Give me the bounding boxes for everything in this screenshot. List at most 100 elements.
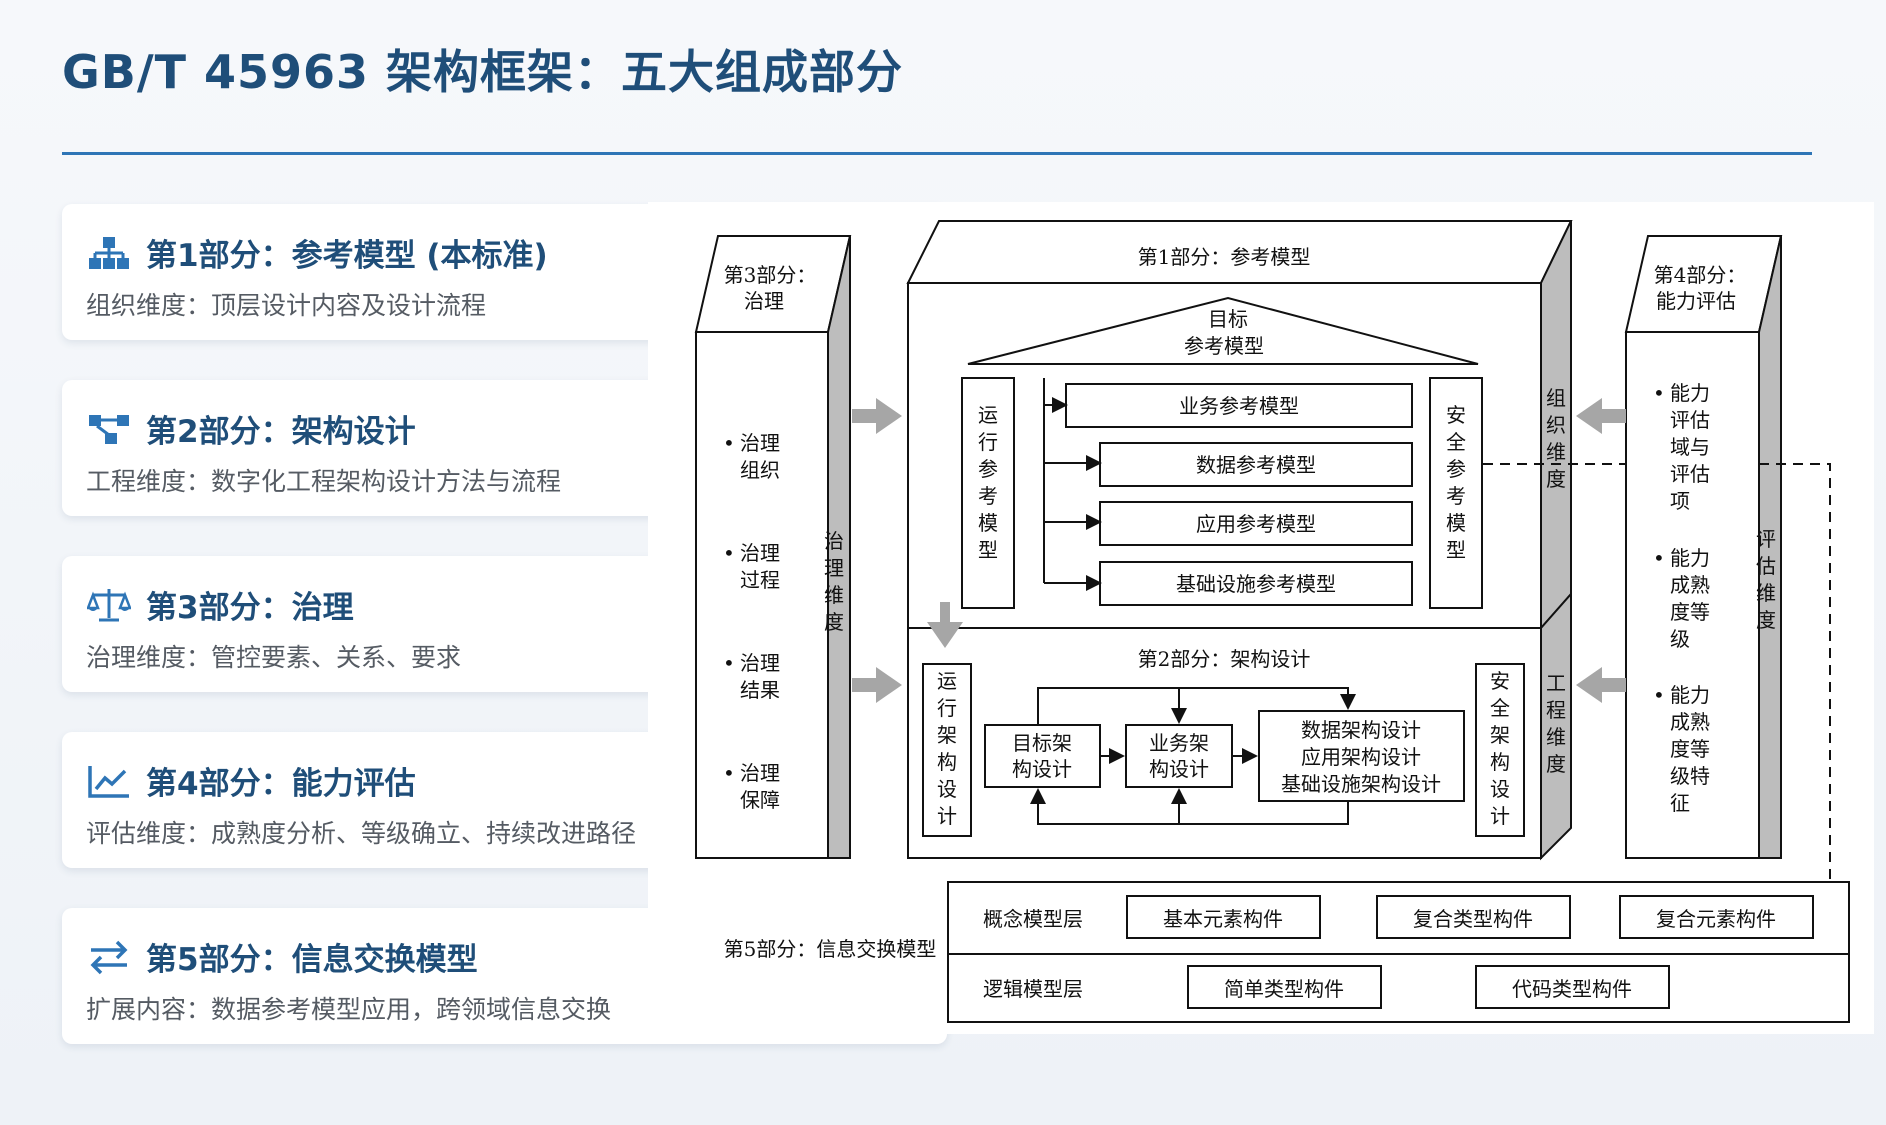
hierarchy-icon bbox=[86, 233, 132, 273]
part-description: 扩展内容：数据参考模型应用，跨领域信息交换 bbox=[86, 995, 612, 1024]
page-title: GB/T 45963 架构框架：五大组成部分 bbox=[62, 45, 904, 99]
evaluation-item: 能力 bbox=[1670, 683, 1710, 707]
evaluation-block bbox=[1624, 235, 1783, 859]
exchange-arrows-icon bbox=[86, 937, 132, 977]
ops-ref-model-box bbox=[961, 377, 1015, 609]
scale-icon bbox=[86, 585, 132, 625]
sec-arch-char: 计 bbox=[1490, 804, 1510, 828]
app-arch-label: 应用架构设计 bbox=[1301, 745, 1421, 769]
gov-dimension-char: 治 bbox=[824, 529, 844, 553]
part-title: 第2部分：架构设计 bbox=[146, 414, 416, 450]
bullet-dot: • bbox=[1653, 546, 1665, 570]
gov-dimension-char: 理 bbox=[824, 556, 844, 580]
eng-dimension-char: 工 bbox=[1546, 671, 1566, 695]
ops-arch-char: 计 bbox=[937, 804, 957, 828]
code-type-label: 代码类型构件 bbox=[1512, 977, 1632, 1001]
ops-arch-char: 设 bbox=[937, 777, 957, 801]
governance-item: 结果 bbox=[740, 678, 780, 702]
bullet-dot: • bbox=[723, 431, 735, 455]
sec-arch-char: 设 bbox=[1490, 777, 1510, 801]
simple-type-label: 简单类型构件 bbox=[1224, 977, 1344, 1001]
part-description: 组织维度：顶层设计内容及设计流程 bbox=[86, 291, 487, 320]
gov-dimension-char: 维 bbox=[824, 583, 844, 607]
data-arch-label: 数据架构设计 bbox=[1301, 718, 1421, 742]
part-description: 评估维度：成熟度分析、等级确立、持续改进路径 bbox=[86, 819, 637, 848]
security-ref-model-char: 参 bbox=[1446, 457, 1466, 481]
evaluation-item: 级特 bbox=[1670, 764, 1710, 788]
evaluation-item: 征 bbox=[1670, 791, 1690, 815]
security-ref-model-char: 型 bbox=[1446, 538, 1466, 562]
target-arch-label: 构设计 bbox=[1012, 757, 1072, 781]
concept-layer-label: 概念模型层 bbox=[983, 907, 1083, 931]
part2-label: 第2部分：架构设计 bbox=[1138, 647, 1311, 671]
governance-block bbox=[694, 235, 852, 859]
part1-label: 第1部分：参考模型 bbox=[1138, 245, 1311, 269]
security-ref-model-char: 考 bbox=[1446, 484, 1466, 508]
part-title: 第5部分：信息交换模型 bbox=[146, 942, 478, 978]
governance-item: 过程 bbox=[740, 568, 780, 592]
security-ref-model-box bbox=[1429, 377, 1483, 609]
infra-ref-label: 基础设施参考模型 bbox=[1176, 572, 1336, 596]
evaluation-item: 能力 bbox=[1670, 546, 1710, 570]
org-dimension-char: 织 bbox=[1546, 413, 1566, 437]
ops-ref-model-char: 行 bbox=[978, 430, 998, 454]
eng-dimension-char: 维 bbox=[1546, 725, 1566, 749]
governance-item: 治理 bbox=[740, 541, 780, 565]
sec-arch-char: 构 bbox=[1490, 750, 1510, 774]
sec-arch-char: 架 bbox=[1490, 723, 1510, 747]
eng-dimension-char: 度 bbox=[1546, 752, 1566, 776]
ops-ref-model-char: 型 bbox=[978, 538, 998, 562]
basic-element-label: 基本元素构件 bbox=[1163, 907, 1283, 931]
title-divider bbox=[62, 152, 1812, 155]
flow-arrows bbox=[852, 398, 1626, 703]
evaluation-item: 成熟 bbox=[1670, 573, 1710, 597]
ops-arch-char: 行 bbox=[937, 696, 957, 720]
sec-arch-char: 安 bbox=[1490, 669, 1510, 693]
part-title: 第1部分：参考模型 (本标准) bbox=[146, 238, 548, 274]
ops-arch-char: 构 bbox=[937, 750, 957, 774]
part3-label: 第3部分： bbox=[724, 263, 817, 287]
eval-dimension-char: 估 bbox=[1756, 554, 1776, 578]
infra-arch-label: 基础设施架构设计 bbox=[1281, 772, 1441, 796]
governance-item: 治理 bbox=[740, 651, 780, 675]
part-description: 治理维度：管控要素、关系、要求 bbox=[86, 643, 462, 672]
composite-element-label: 复合元素构件 bbox=[1656, 907, 1776, 931]
part-description: 工程维度：数字化工程架构设计方法与流程 bbox=[86, 467, 562, 496]
org-dimension-char: 度 bbox=[1546, 467, 1566, 491]
ops-ref-model-char: 运 bbox=[978, 403, 998, 427]
network-icon bbox=[86, 409, 132, 449]
line-chart-icon bbox=[86, 761, 132, 801]
ops-ref-model-char: 考 bbox=[978, 484, 998, 508]
gov-dimension-char: 度 bbox=[824, 610, 844, 634]
security-ref-model-char: 安 bbox=[1446, 403, 1466, 427]
target-model-label: 目标 bbox=[1208, 307, 1248, 331]
evaluation-item: 评估 bbox=[1670, 462, 1710, 486]
ops-arch-char: 架 bbox=[937, 723, 957, 747]
bullet-dot: • bbox=[1653, 683, 1665, 707]
security-ref-model-char: 模 bbox=[1446, 511, 1466, 535]
evaluation-item: 度等 bbox=[1670, 600, 1710, 624]
app-ref-label: 应用参考模型 bbox=[1196, 512, 1316, 536]
part4-label: 第4部分： bbox=[1654, 263, 1747, 287]
governance-item: 组织 bbox=[740, 458, 780, 482]
eval-dimension-char: 度 bbox=[1756, 608, 1776, 632]
ops-ref-model-char: 参 bbox=[978, 457, 998, 481]
bullet-dot: • bbox=[723, 541, 735, 565]
bullet-dot: • bbox=[723, 651, 735, 675]
part5-label: 第5部分：信息交换模型 bbox=[724, 937, 937, 961]
business-ref-label: 业务参考模型 bbox=[1179, 394, 1299, 418]
governance-item: 保障 bbox=[740, 788, 780, 812]
business-arch-label: 业务架 bbox=[1149, 731, 1209, 755]
part4-label: 能力评估 bbox=[1656, 289, 1736, 313]
architecture-diagram: 第1部分：参考模型 目标 参考模型 业务参考模型 数据参考模型 应用参考模型 基… bbox=[648, 202, 1874, 1034]
bullet-dot: • bbox=[1653, 381, 1665, 405]
security-ref-model-char: 全 bbox=[1446, 430, 1466, 454]
evaluation-item: 成熟 bbox=[1670, 710, 1710, 734]
evaluation-item: 度等 bbox=[1670, 737, 1710, 761]
bullet-dot: • bbox=[723, 761, 735, 785]
org-dimension-char: 维 bbox=[1546, 440, 1566, 464]
target-model-label: 参考模型 bbox=[1184, 334, 1264, 358]
composite-type-label: 复合类型构件 bbox=[1413, 907, 1533, 931]
part-title: 第4部分：能力评估 bbox=[146, 766, 416, 802]
sec-arch-char: 全 bbox=[1490, 696, 1510, 720]
